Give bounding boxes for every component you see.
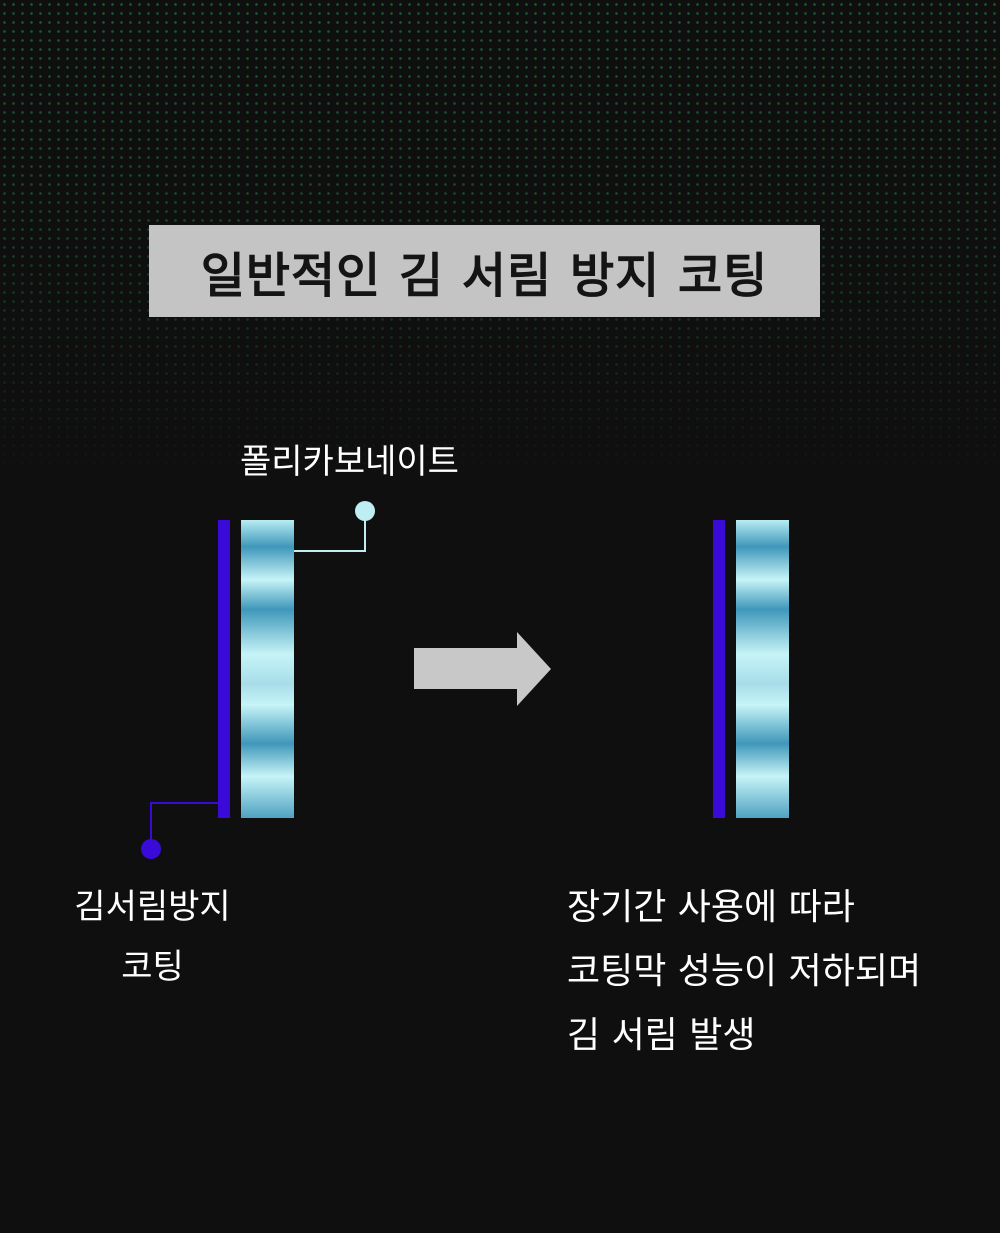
coating-pointer-dot: [141, 839, 161, 859]
coating-label-line: 김서림방지: [74, 887, 231, 927]
page-title: 일반적인 김 서림 방지 코팅: [200, 248, 769, 304]
title-banner: 일반적인 김 서림 방지 코팅: [149, 225, 820, 317]
polycarbonate-panel-right: [736, 520, 789, 818]
coating-layer-left: [218, 520, 230, 818]
result-description: 장기간 사용에 따라 코팅막 성능이 저하되며 김 서림 발생: [567, 880, 921, 1072]
coating-pointer-line: [150, 802, 218, 848]
polycarbonate-panel-left: [241, 520, 294, 818]
coating-label-line: 코팅: [121, 946, 184, 987]
result-line: 장기간 사용에 따라: [567, 887, 855, 928]
result-line: 코팅막 성능이 저하되며: [567, 951, 922, 992]
polycarbonate-pointer-line: [294, 512, 366, 552]
polycarbonate-label: 폴리카보네이트: [240, 442, 459, 482]
coating-label: 김서림방지 코팅: [60, 878, 245, 997]
coating-layer-right: [713, 520, 725, 818]
polycarbonate-pointer-dot: [355, 501, 375, 521]
right-arrow-icon: [414, 632, 551, 706]
result-line: 김 서림 발생: [567, 1015, 756, 1056]
